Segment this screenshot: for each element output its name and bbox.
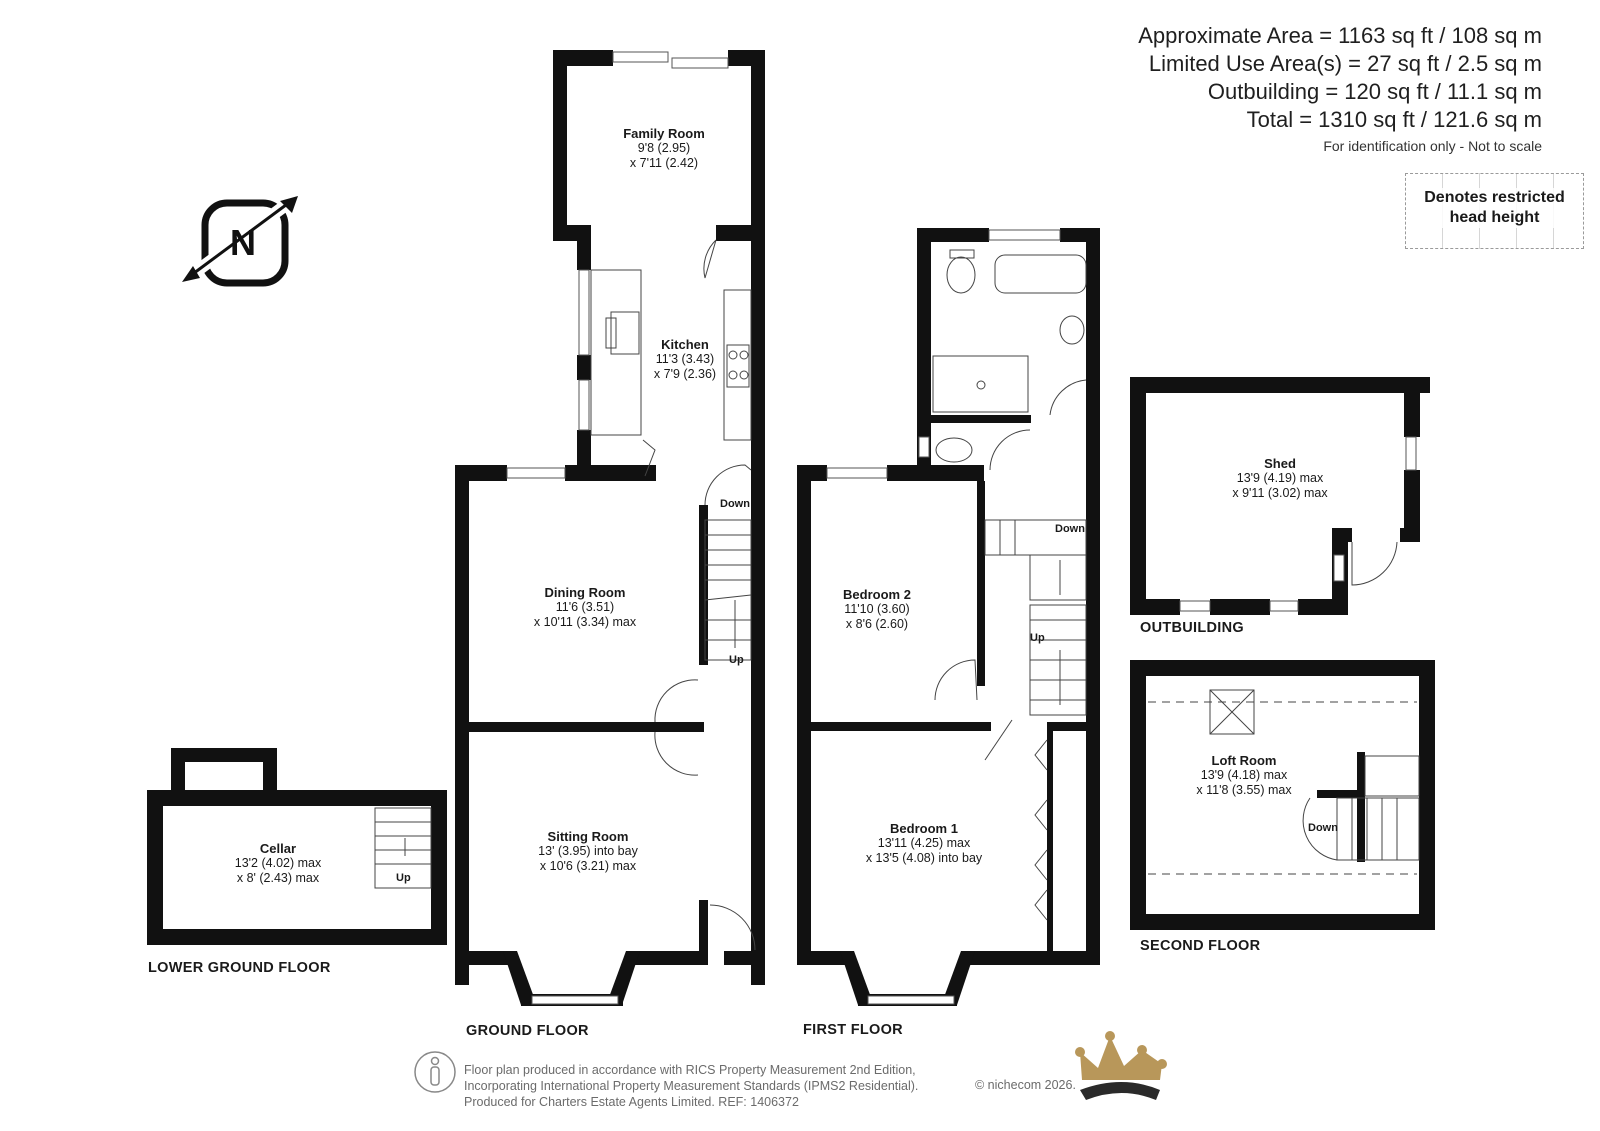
first-floor-walls: [797, 228, 1100, 965]
stair-label-first-up: Up: [1030, 632, 1045, 644]
stair-label-ground-down: Down: [720, 498, 750, 510]
floor-label-ground: GROUND FLOOR: [466, 1023, 589, 1039]
restricted-height-legend: Denotes restricted head height: [1405, 173, 1584, 249]
stair-label-ground-up: Up: [729, 654, 744, 666]
stair-label-cellar-up: Up: [396, 872, 411, 884]
total-area: Total = 1310 sq ft / 121.6 sq m: [1246, 107, 1542, 132]
area-summary: Approximate Area = 1163 sq ft / 108 sq m…: [1138, 22, 1542, 154]
stair-label-loft-down: Down: [1308, 822, 1338, 834]
room-dining-room: Dining Room 11'6 (3.51) x 10'11 (3.34) m…: [533, 585, 637, 629]
approximate-area: Approximate Area = 1163 sq ft / 108 sq m: [1138, 23, 1542, 48]
cellar-walls: [147, 748, 447, 945]
ground-floor-walls: [455, 50, 765, 985]
floor-label-lower-ground: LOWER GROUND FLOOR: [148, 960, 331, 976]
room-cellar: Cellar 13'2 (4.02) max x 8' (2.43) max: [234, 841, 322, 885]
room-bedroom-1: Bedroom 1 13'11 (4.25) max x 13'5 (4.08)…: [865, 821, 983, 865]
floor-label-first: FIRST FLOOR: [803, 1022, 903, 1038]
second-floor-walls: [1130, 660, 1435, 930]
identification-note: For identification only - Not to scale: [1323, 138, 1542, 154]
room-bedroom-2: Bedroom 2 11'10 (3.60) x 8'6 (2.60): [843, 587, 911, 631]
room-loft-room: Loft Room 13'9 (4.18) max x 11'8 (3.55) …: [1196, 753, 1292, 797]
room-sitting-room: Sitting Room 13' (3.95) into bay x 10'6 …: [538, 829, 638, 873]
room-family-room: Family Room 9'8 (2.95) x 7'11 (2.42): [623, 126, 705, 170]
copyright-text: © nichecom 2026.: [975, 1078, 1076, 1092]
person-measure-icon: [414, 1051, 456, 1093]
room-shed: Shed 13'9 (4.19) max x 9'11 (3.02) max: [1232, 456, 1328, 500]
floor-label-second: SECOND FLOOR: [1140, 938, 1261, 954]
compass-letter: N: [230, 222, 256, 263]
outbuilding-area: Outbuilding = 120 sq ft / 11.1 sq m: [1207, 79, 1542, 104]
crown-logo-icon: [1075, 1031, 1167, 1100]
floor-label-outbuilding: OUTBUILDING: [1140, 620, 1244, 636]
limited-use-area: Limited Use Area(s) = 27 sq ft / 2.5 sq …: [1148, 51, 1542, 76]
room-kitchen: Kitchen 11'3 (3.43) x 7'9 (2.36): [653, 337, 717, 381]
footer-text: Floor plan produced in accordance with R…: [464, 1063, 919, 1109]
compass-icon: [178, 191, 302, 287]
stair-label-first-down: Down: [1055, 523, 1085, 535]
legend-label: Denotes restricted head height: [1406, 188, 1583, 228]
